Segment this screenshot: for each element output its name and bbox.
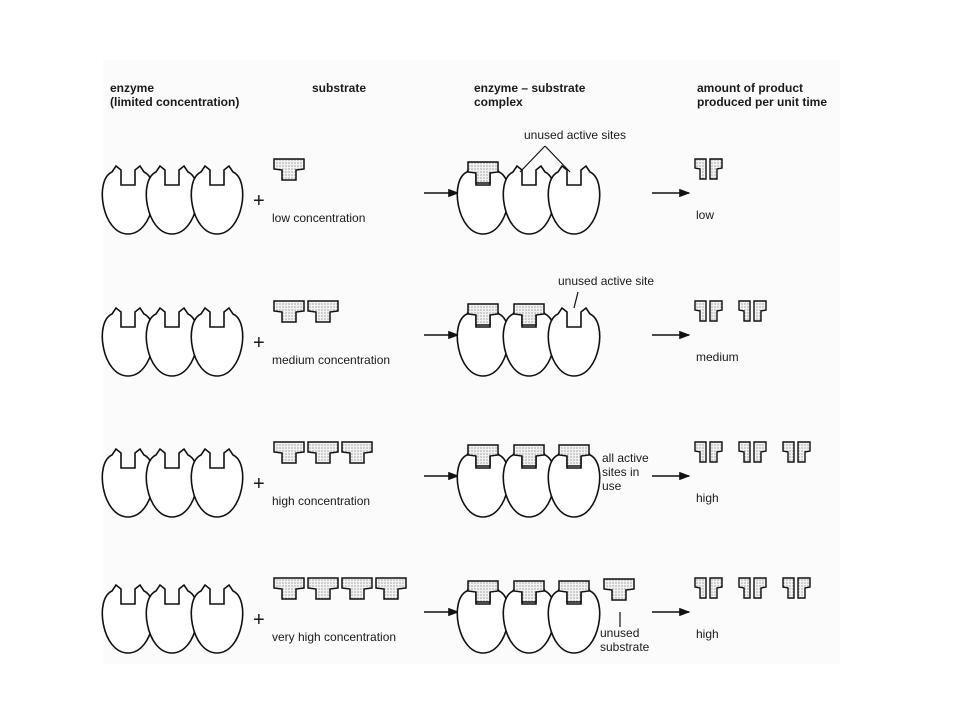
annotation: substrate [600, 640, 650, 654]
bound-substrate [467, 580, 499, 603]
product-shape [694, 300, 707, 322]
enzyme-shape [190, 306, 244, 377]
annotation: unused [600, 626, 639, 640]
bound-substrate [513, 580, 545, 603]
pointer-line [544, 145, 571, 173]
header-complex: enzyme – substrate [474, 81, 586, 95]
free-substrate [307, 577, 339, 600]
product-shape [694, 577, 707, 599]
bound-substrate [467, 303, 499, 326]
enzyme-shape [502, 164, 556, 235]
annotation: unused active sites [524, 128, 626, 142]
enzyme-shape [190, 164, 244, 235]
enzyme-shape [145, 583, 199, 654]
concentration-label: high concentration [272, 494, 370, 508]
enzyme-shape [101, 164, 155, 235]
enzyme-shape [547, 306, 601, 377]
column-headers: enzyme (limited concentration) substrate… [110, 81, 827, 109]
product-shape [753, 441, 767, 463]
product-shape [753, 300, 767, 322]
free-substrate [341, 441, 373, 464]
product-shape [738, 441, 751, 463]
concentration-label: medium concentration [272, 353, 390, 367]
output-label: high [696, 627, 719, 641]
plus-sign: + [253, 473, 265, 495]
product-shape [694, 158, 707, 180]
header-substrate: substrate [312, 81, 366, 95]
enzyme-shape [190, 447, 244, 518]
bound-substrate [513, 303, 545, 326]
row-2: + medium concentration unused active site m… [101, 274, 767, 377]
row-1: + low concentration unused active sites low [101, 128, 723, 235]
product-shape [709, 441, 723, 463]
product-shape [709, 577, 723, 599]
bound-substrate [558, 444, 590, 467]
bound-substrate [513, 444, 545, 467]
diagram-rows: + low concentration unused active sites low… [101, 128, 811, 654]
enzyme-shape [547, 164, 601, 235]
product-shape [797, 577, 811, 599]
product-shape [797, 441, 811, 463]
free-substrate [273, 158, 305, 181]
header-product: amount of product [697, 81, 803, 95]
enzyme-shape [101, 583, 155, 654]
free-substrate [307, 300, 339, 323]
product-shape [709, 300, 723, 322]
annotation: use [602, 479, 622, 493]
enzyme-shape [145, 447, 199, 518]
product-shape [738, 300, 751, 322]
output-label: high [696, 491, 719, 505]
plus-sign: + [253, 332, 265, 354]
enzyme-shape [145, 164, 199, 235]
enzyme-shape [101, 447, 155, 518]
product-shape [782, 441, 795, 463]
product-shape [753, 577, 767, 599]
concentration-label: low concentration [272, 211, 365, 225]
enzyme-shape [190, 583, 244, 654]
unused-substrate [603, 578, 635, 601]
bound-substrate [467, 444, 499, 467]
free-substrate [273, 577, 305, 600]
free-substrate [375, 577, 407, 600]
product-shape [709, 158, 723, 180]
header-enzyme: enzyme [110, 81, 154, 95]
concentration-label: very high concentration [272, 630, 396, 644]
free-substrate [273, 300, 305, 323]
plus-sign: + [253, 190, 265, 212]
free-substrate [341, 577, 373, 600]
header-enzyme-note: (limited concentration) [110, 95, 239, 109]
pointer-line [573, 291, 579, 309]
product-shape [694, 441, 707, 463]
bound-substrate [467, 161, 499, 184]
plus-sign: + [253, 609, 265, 631]
product-shape [738, 577, 751, 599]
annotation: sites in [602, 465, 639, 479]
free-substrate [273, 441, 305, 464]
bound-substrate [558, 580, 590, 603]
output-label: medium [696, 350, 739, 364]
product-shape [782, 577, 795, 599]
annotation: unused active site [558, 274, 654, 288]
free-substrate [307, 441, 339, 464]
header-product-2: produced per unit time [697, 95, 827, 109]
annotation: all active [602, 451, 649, 465]
enzyme-shape [101, 306, 155, 377]
enzyme-shape [145, 306, 199, 377]
pointer-line [519, 145, 546, 173]
header-complex-2: complex [474, 95, 523, 109]
output-label: low [696, 208, 714, 222]
